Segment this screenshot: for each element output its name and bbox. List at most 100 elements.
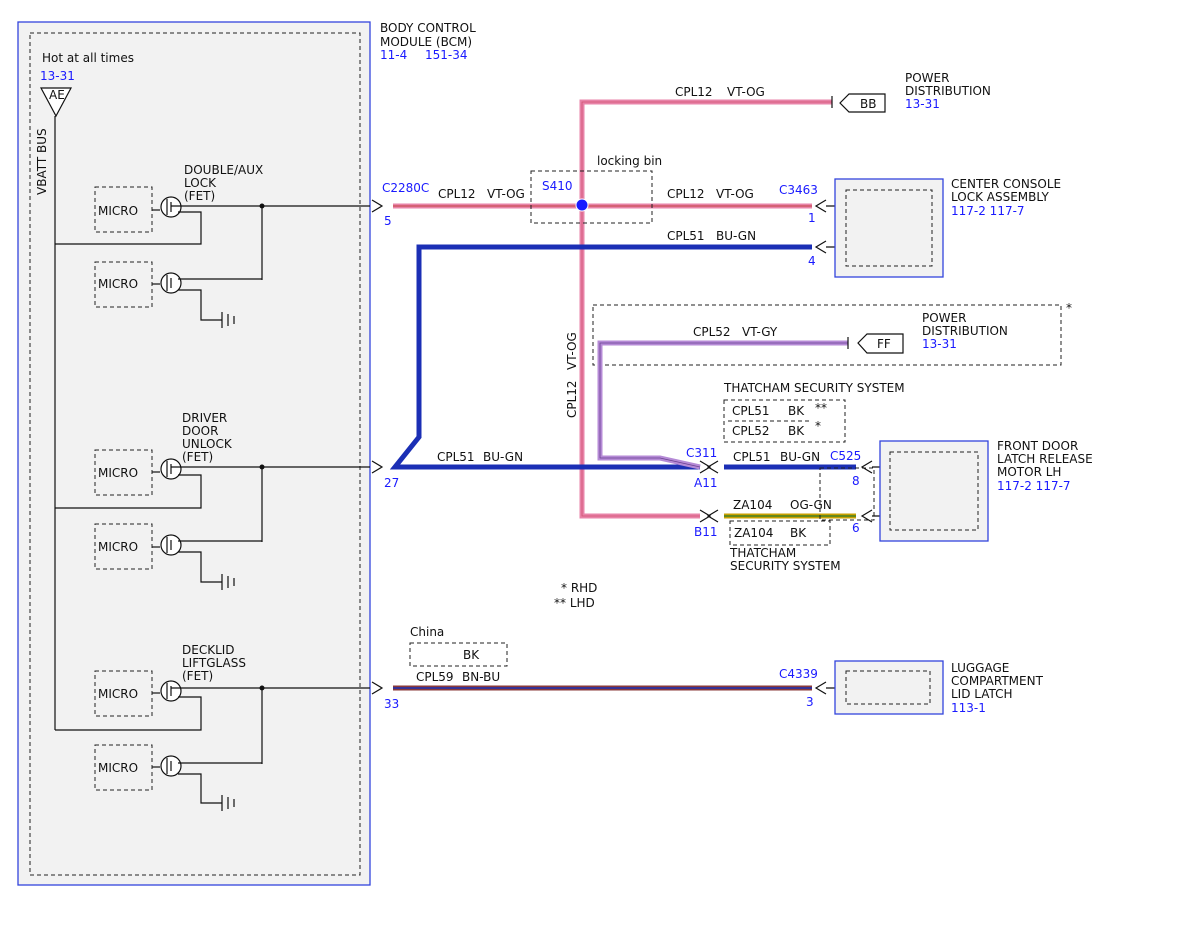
thatcham-bk-3: BK: [790, 526, 807, 540]
power-dist-refb: 13-31: [922, 337, 957, 351]
connector-bb-label: BB: [860, 97, 876, 111]
fet-lock-label-3: (FET): [184, 189, 215, 203]
connector-c311: C311: [686, 446, 717, 460]
thatcham-box-upper: [723, 399, 846, 443]
power-dist-2: DISTRIBUTION: [905, 84, 991, 98]
wire-label-cpl12: CPL12: [675, 85, 713, 99]
hot-label: Hot at all times: [42, 51, 134, 65]
luggage-label-3: LID LATCH: [951, 687, 1013, 701]
fet-group-lock: MICRO MICRO DOUBLE/AUX LOCK (FET): [55, 163, 370, 328]
wire-color-vtgy: VT-GY: [742, 325, 778, 339]
wire-color-bnbu: BN-BU: [462, 670, 500, 684]
fet-unlock-label-4: (FET): [182, 450, 213, 464]
fet-decklid-label-1: DECKLID: [182, 643, 235, 657]
connector-arrow: [371, 199, 384, 213]
wire-label-cpl51: CPL51: [733, 450, 771, 464]
door-ref: 117-2 117-7: [997, 479, 1071, 493]
wire-color-bugn: BU-GN: [483, 450, 523, 464]
micro-label: MICRO: [98, 277, 138, 291]
connector-c3463: C3463: [779, 183, 818, 197]
door-label-1: FRONT DOOR: [997, 439, 1078, 453]
connector-c2280c: C2280C: [382, 181, 429, 195]
wire-color-bugn: BU-GN: [716, 229, 756, 243]
legend-rhd: * RHD: [561, 581, 597, 595]
thatcham-box-lower: [729, 520, 831, 546]
wire-cpl52: [597, 340, 848, 470]
fet-decklid-label-2: LIFTGLASS: [182, 656, 246, 670]
pin-a11: A11: [694, 476, 717, 490]
luggage-label-1: LUGGAGE: [951, 661, 1009, 675]
micro-label: MICRO: [98, 687, 138, 701]
locking-bin-box: [530, 170, 653, 224]
wire-color-vtog: VT-OG: [716, 187, 754, 201]
legend-lhd: ** LHD: [554, 596, 595, 610]
pin-8: 8: [852, 474, 860, 488]
connector-c525: C525: [830, 449, 861, 463]
thatcham-bk-1: BK: [788, 404, 805, 418]
connector-bb: [839, 93, 886, 113]
bcm-title-1: BODY CONTROL: [380, 21, 476, 35]
micro-label: MICRO: [98, 466, 138, 480]
bcm-ref-2: 151-34: [425, 48, 468, 62]
vbatt-bus-label: VBATT BUS: [35, 128, 49, 195]
console-label-2: LOCK ASSEMBLY: [951, 190, 1049, 204]
thatcham-cpl51: CPL51: [732, 404, 770, 418]
rhd-star: *: [1066, 301, 1072, 315]
fet-group-unlock: MICRO MICRO DRIVER DOOR UNLOCK (FET): [55, 411, 370, 590]
bcm-title-2: MODULE (BCM): [380, 35, 472, 49]
micro-label: MICRO: [98, 204, 138, 218]
thatcham-lower-1: THATCHAM: [729, 546, 796, 560]
door-label-2: LATCH RELEASE: [997, 452, 1093, 466]
fet-group-decklid: MICRO MICRO DECKLID LIFTGLASS (FET): [55, 643, 370, 811]
pin-5: 5: [384, 214, 392, 228]
wire-label-cpl12-vertical: CPL12: [565, 380, 579, 418]
china-option-box: [409, 642, 508, 667]
fet-unlock-label-1: DRIVER: [182, 411, 227, 425]
wire-label-cpl51: CPL51: [437, 450, 475, 464]
hot-ref: 13-31: [40, 69, 75, 83]
wire-color-oggn: OG-GN: [790, 498, 832, 512]
wire-label-cpl51: CPL51: [667, 229, 705, 243]
wire-label-cpl12: CPL12: [438, 187, 476, 201]
splice-s410: S410: [542, 179, 573, 193]
pin-27: 27: [384, 476, 399, 490]
thatcham-dstar: **: [815, 401, 827, 415]
bcm-ref-1: 11-4: [380, 48, 407, 62]
ae-label: AE: [49, 88, 65, 102]
pin-b11: B11: [694, 525, 718, 539]
connector-arrow: [371, 460, 384, 474]
door-label-3: MOTOR LH: [997, 465, 1061, 479]
thatcham-lower-2: SECURITY SYSTEM: [730, 559, 841, 573]
wire-cpl51: [389, 244, 812, 470]
connector-arrow: [371, 681, 384, 695]
micro-label: MICRO: [98, 761, 138, 775]
pin-6: 6: [852, 521, 860, 535]
power-dist-1: POWER: [905, 71, 949, 85]
luggage-label-2: COMPARTMENT: [951, 674, 1044, 688]
wire-label-za104: ZA104: [733, 498, 772, 512]
luggage-ref: 113-1: [951, 701, 986, 715]
wire-label-cpl59: CPL59: [416, 670, 454, 684]
thatcham-bk-2: BK: [788, 424, 805, 438]
ae-fuse-symbol: [39, 87, 73, 118]
wire-color-bugn: BU-GN: [780, 450, 820, 464]
console-ref: 117-2 117-7: [951, 204, 1025, 218]
fet-decklid-label-3: (FET): [182, 669, 213, 683]
rhd-option-box: [592, 304, 1062, 366]
china-label: China: [410, 625, 444, 639]
splice-dot: [575, 198, 589, 212]
thatcham-za104: ZA104: [734, 526, 773, 540]
wire-color-vtog: VT-OG: [487, 187, 525, 201]
thatcham-cpl52: CPL52: [732, 424, 770, 438]
fet-unlock-label-2: DOOR: [182, 424, 218, 438]
wire-color-vtog: VT-OG: [727, 85, 765, 99]
china-bk: BK: [463, 648, 480, 662]
micro-label: MICRO: [98, 540, 138, 554]
pin-33: 33: [384, 697, 399, 711]
connector-ff-label: FF: [877, 337, 891, 351]
wire-color-vtog-vertical: VT-OG: [565, 332, 579, 370]
power-dist-1b: POWER: [922, 311, 966, 325]
wire-label-cpl12: CPL12: [667, 187, 705, 201]
pin-1: 1: [808, 211, 816, 225]
wire-label-cpl52: CPL52: [693, 325, 731, 339]
